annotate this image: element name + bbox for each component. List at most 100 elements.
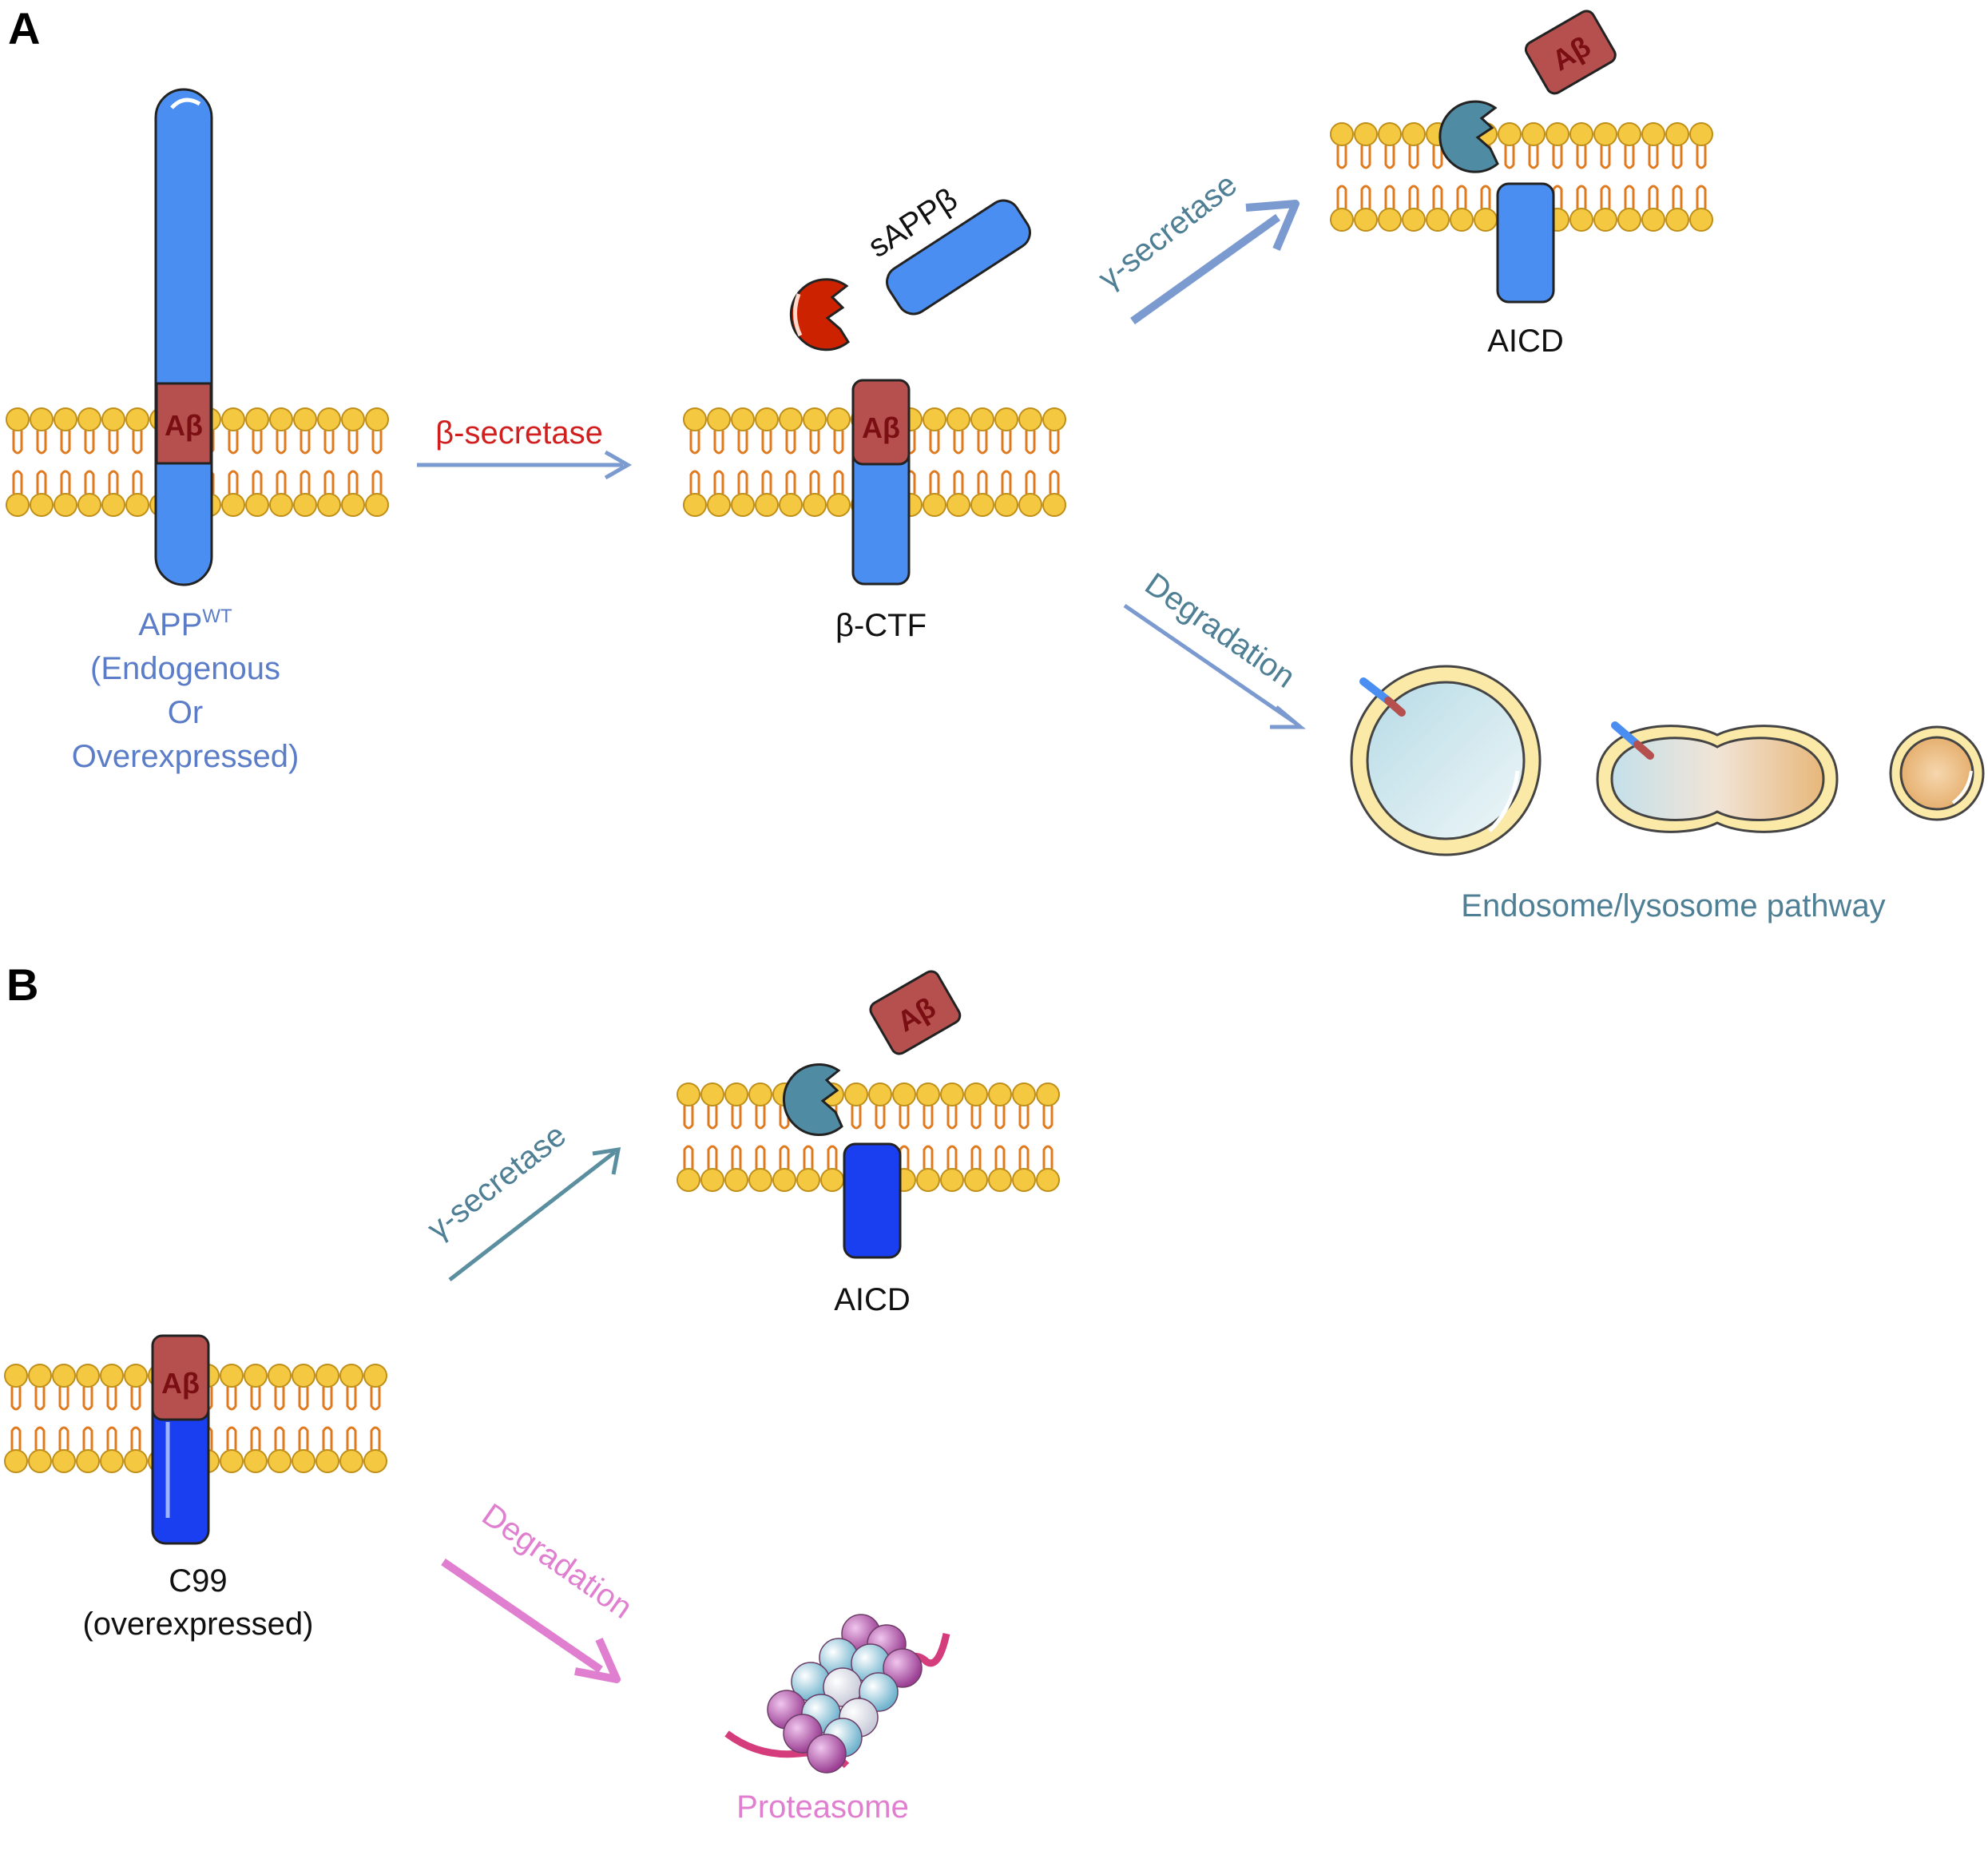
lipid-head — [1042, 493, 1066, 517]
released-abeta-b: Aβ — [869, 970, 962, 1055]
beta-secretase-label: β-secretase — [435, 415, 603, 451]
lipid-tail — [226, 1426, 237, 1450]
lipid-head — [4, 1364, 28, 1388]
lipid-head — [700, 1082, 724, 1106]
early-endosome — [1350, 665, 1542, 856]
lipid-tail — [1001, 431, 1012, 455]
degradation-arrow-a — [1123, 603, 1306, 729]
lipid-tail — [833, 470, 844, 494]
lipid-head — [268, 1364, 292, 1388]
lipid-tail — [1576, 185, 1587, 209]
lipid-head — [731, 493, 755, 517]
app-line-overexpressed: Overexpressed) — [72, 739, 300, 774]
lipid-tail — [1432, 145, 1443, 169]
lipid-tail — [737, 470, 748, 494]
lipid-head — [4, 1449, 28, 1473]
lipid-head — [1665, 122, 1689, 146]
lipid-tail — [252, 431, 263, 455]
lipid-head — [1689, 122, 1713, 146]
lipid-head — [827, 407, 851, 431]
lipid-tail — [1624, 185, 1635, 209]
lipid-tail — [347, 431, 359, 455]
lipid-tail — [977, 431, 988, 455]
lipid-head — [76, 1364, 100, 1388]
lipid-head — [892, 1082, 916, 1106]
lipid-tail — [228, 431, 239, 455]
beta-secretase-arrow — [417, 450, 633, 480]
aicd-fragment-b — [843, 1142, 902, 1259]
lipid-head — [707, 493, 731, 517]
lipid-tail — [1576, 145, 1587, 169]
degradation-label-b: Degradation — [476, 1497, 639, 1626]
lipid-head — [940, 1082, 964, 1106]
beta-ctf-label: β-CTF — [835, 608, 927, 643]
gamma-secretase-arrow-a — [1130, 200, 1300, 325]
lipid-tail — [370, 1426, 381, 1450]
lipid-tail — [323, 470, 335, 494]
lipid-head — [245, 407, 269, 431]
gamma-secretase-enzyme-b — [783, 1063, 843, 1136]
lipid-head — [988, 1168, 1012, 1192]
c99-sub-label: (overexpressed) — [82, 1607, 313, 1642]
lipid-head — [820, 1168, 844, 1192]
lipid-tail — [707, 1145, 718, 1169]
lipid-head — [244, 1364, 268, 1388]
abeta-segment — [851, 379, 911, 466]
lipid-head — [827, 493, 851, 517]
lipid-tail — [1432, 185, 1443, 209]
lipid-tail — [58, 1426, 69, 1450]
lipid-head — [1042, 407, 1066, 431]
lipid-head — [124, 1364, 148, 1388]
lipid-tail — [1360, 185, 1371, 209]
lipid-head — [1641, 122, 1665, 146]
lipid-tail — [1384, 145, 1395, 169]
lipid-tail — [953, 470, 964, 494]
lipid-head — [1569, 208, 1593, 232]
lipid-tail — [731, 1145, 742, 1169]
lipid-head — [1036, 1082, 1060, 1106]
proteasome-complex — [724, 1614, 950, 1774]
lipid-head — [100, 1449, 124, 1473]
lipid-tail — [809, 431, 820, 455]
lipid-tail — [84, 470, 95, 494]
lipid-tail — [58, 1387, 69, 1411]
lipid-tail — [60, 470, 71, 494]
proteasome-label: Proteasome — [736, 1789, 909, 1825]
lipid-tail — [977, 470, 988, 494]
lipid-tail — [1018, 1145, 1030, 1169]
lipid-head — [916, 1168, 940, 1192]
lipid-head — [1402, 122, 1426, 146]
lipid-head — [940, 1168, 964, 1192]
lipid-head — [1012, 1168, 1036, 1192]
gamma-secretase-enzyme-a — [1438, 100, 1499, 173]
svg-text:APPWT: APPWT — [138, 606, 232, 642]
lipid-head — [755, 407, 779, 431]
lipid-tail — [970, 1145, 982, 1169]
lipid-head — [1665, 208, 1689, 232]
lipid-head — [1354, 208, 1378, 232]
app-line-or: Or — [168, 695, 203, 730]
app-name: APP — [138, 607, 202, 642]
fusing-endosome-lysosome — [1596, 721, 1839, 833]
lipid-tail — [1552, 145, 1563, 169]
lipid-head — [268, 1449, 292, 1473]
lipid-head — [363, 1364, 387, 1388]
lipid-head — [1498, 122, 1522, 146]
lipid-tail — [108, 470, 119, 494]
lipid-tail — [994, 1145, 1006, 1169]
lipid-tail — [994, 1106, 1006, 1130]
lipid-head — [779, 407, 803, 431]
lipid-head — [339, 1364, 363, 1388]
lipid-tail — [761, 470, 772, 494]
c99-protein — [151, 1334, 210, 1545]
lipid-tail — [779, 1106, 790, 1130]
lipid-tail — [276, 431, 287, 455]
lipid-head — [1641, 208, 1665, 232]
proteasome-subunit — [883, 1648, 923, 1688]
lipid-head — [724, 1168, 748, 1192]
lipid-head — [293, 493, 317, 517]
lipid-head — [365, 407, 389, 431]
lipid-tail — [1336, 185, 1347, 209]
lipid-head — [724, 1082, 748, 1106]
lipid-tail — [923, 1145, 934, 1169]
